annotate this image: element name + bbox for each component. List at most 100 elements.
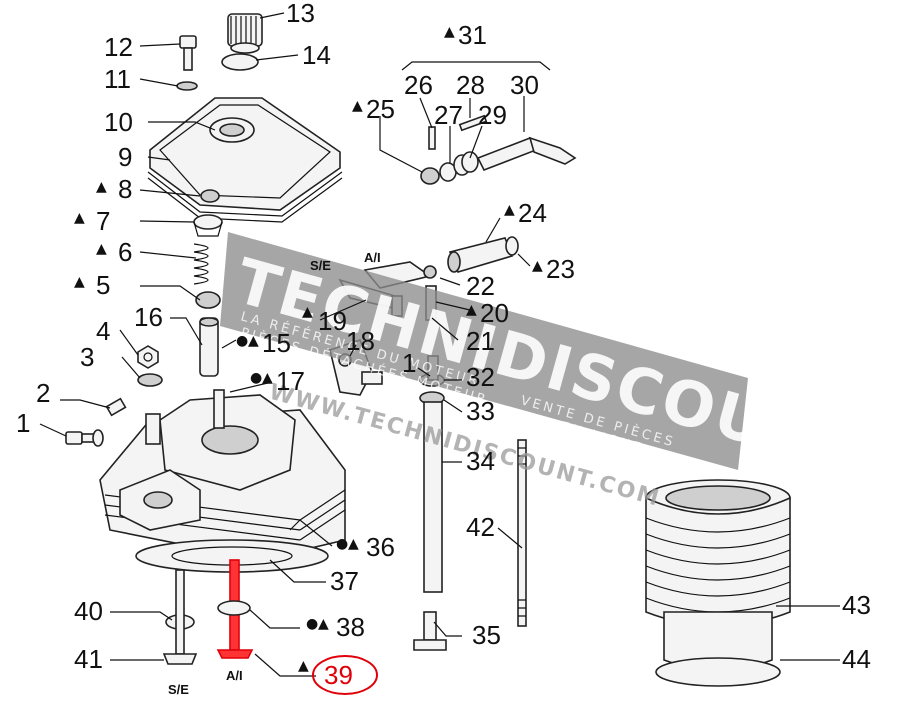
label-42: 42 (466, 512, 495, 542)
part-29-spring (453, 151, 479, 176)
part-14-oring (221, 53, 259, 71)
label-33: 33 (466, 396, 495, 426)
label-10: 10 (104, 107, 133, 137)
triangle-7: ▲ (74, 210, 85, 226)
label-23: 23 (546, 254, 575, 284)
dot-38: ● (306, 616, 318, 632)
part-labels: 13 14 12 11 10 9 ▲ 8 ▲ 7 ▲ 6 ▲ 5 16 4 3 … (16, 0, 871, 697)
label-26: 26 (404, 70, 433, 100)
label-28: 28 (456, 70, 485, 100)
part-10-rocker-cover (149, 97, 341, 211)
dot-17: ● (250, 370, 262, 386)
leader-lines (39, 12, 840, 677)
label-37: 37 (330, 566, 359, 596)
label-18: 18 (346, 326, 375, 356)
label-27: 27 (434, 100, 463, 130)
label-ai-top: A/I (364, 250, 381, 265)
triangle-31: ▲ (444, 24, 455, 40)
triangle-8: ▲ (96, 179, 107, 195)
part-24-rocker-shaft (447, 237, 514, 273)
part-1-bolt (65, 429, 104, 447)
dot-15: ● (236, 333, 248, 349)
label-ai-bottom: A/I (226, 668, 243, 683)
triangle-23: ▲ (532, 258, 543, 274)
part-4-nut (137, 345, 159, 369)
part-26-pin (428, 126, 436, 150)
part-23-oring (505, 236, 519, 256)
triangle-25: ▲ (352, 98, 363, 114)
part-25-cap (420, 167, 440, 185)
label-36: 36 (366, 532, 395, 562)
part-36-cylinder-head (99, 389, 346, 561)
label-12: 12 (104, 32, 133, 62)
label-20: 20 (480, 298, 509, 328)
label-3: 3 (80, 342, 94, 372)
part-30-lever (476, 136, 577, 172)
part-11-washer (176, 81, 198, 91)
part-5-spring-seat (195, 291, 221, 309)
triangle-38: ▲ (318, 616, 329, 632)
label-34: 34 (466, 446, 495, 476)
label-21: 21 (466, 326, 495, 356)
parts-illustration (65, 13, 791, 687)
label-40: 40 (74, 596, 103, 626)
part-43-cylinder (645, 479, 791, 671)
part-13-gear (227, 13, 263, 54)
part-2-dowel (105, 397, 127, 417)
label-1b: 1 (402, 348, 416, 378)
label-44: 44 (842, 644, 871, 674)
part-35-tappet (413, 611, 447, 651)
part-38-washer (217, 600, 251, 616)
part-16-valve-guide (199, 317, 219, 377)
label-16: 16 (134, 302, 163, 332)
part-9-gasket (147, 171, 343, 223)
part-7-spring-cap (193, 214, 223, 237)
label-9: 9 (118, 142, 132, 172)
triangle-20: ▲ (466, 302, 477, 318)
label-41: 41 (74, 644, 103, 674)
label-se-top: S/E (310, 258, 331, 273)
label-31: 31 (458, 20, 487, 50)
triangle-19: ▲ (302, 304, 313, 320)
part-42-stud (517, 439, 527, 627)
part-3-washer (137, 373, 163, 387)
label-6: 6 (118, 237, 132, 267)
triangle-15: ▲ (248, 333, 259, 349)
label-30: 30 (510, 70, 539, 100)
label-35: 35 (472, 620, 501, 650)
label-15: 15 (262, 328, 291, 358)
label-39[interactable]: 39 (324, 660, 353, 690)
label-14: 14 (302, 40, 331, 70)
part-6-spring (193, 243, 209, 285)
part-12-bolt (179, 35, 197, 71)
part-44-cylinder-gasket (655, 657, 781, 687)
triangle-6: ▲ (96, 241, 107, 257)
label-32: 32 (466, 362, 495, 392)
label-2: 2 (36, 378, 50, 408)
watermark-band (220, 232, 748, 470)
label-11: 11 (104, 64, 131, 94)
highlight-circle-39[interactable] (312, 655, 378, 695)
label-24: 24 (518, 198, 547, 228)
label-13: 13 (286, 0, 315, 28)
dot-36: ● (336, 536, 348, 552)
triangle-24: ▲ (504, 202, 515, 218)
part-41-exhaust-valve (162, 569, 198, 665)
label-5: 5 (96, 270, 110, 300)
part-37-head-gasket (135, 539, 329, 573)
label-19: 19 (318, 306, 347, 336)
triangle-5: ▲ (74, 274, 85, 290)
triangle-17: ▲ (262, 370, 273, 386)
label-17: 17 (276, 366, 305, 396)
label-1: 1 (16, 408, 30, 438)
label-22: 22 (466, 271, 495, 301)
label-25: 25 (366, 94, 395, 124)
part-28-key (458, 114, 488, 132)
label-8: 8 (118, 174, 132, 204)
label-se-bottom: S/E (168, 682, 189, 697)
label-4: 4 (96, 316, 110, 346)
label-29: 29 (478, 100, 507, 130)
triangle-39: ▲ (298, 658, 309, 674)
part-8-keeper (200, 189, 220, 203)
